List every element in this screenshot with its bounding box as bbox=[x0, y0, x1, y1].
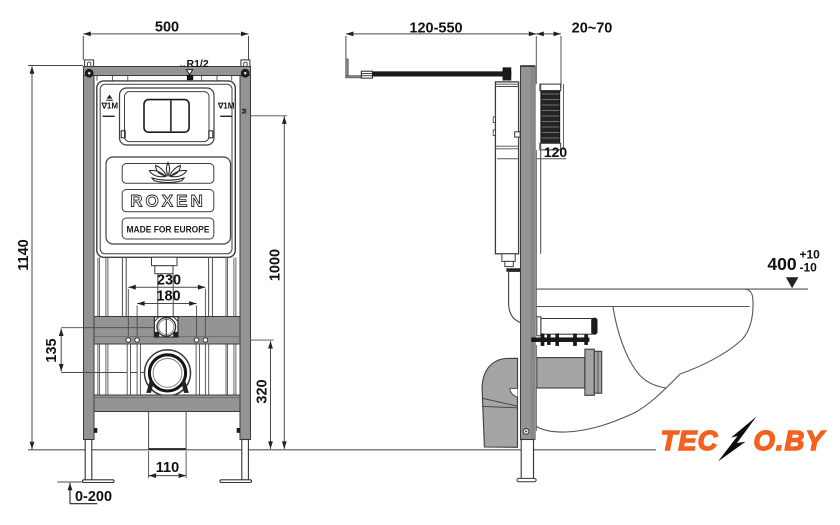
svg-text:TEC: TEC bbox=[661, 425, 719, 456]
svg-text:20~70: 20~70 bbox=[572, 20, 613, 36]
svg-text:110: 110 bbox=[156, 460, 179, 476]
svg-text:MADE FOR EUROPE: MADE FOR EUROPE bbox=[127, 225, 211, 236]
svg-text:180: 180 bbox=[156, 289, 180, 305]
svg-text:O.BY: O.BY bbox=[754, 425, 827, 456]
svg-text:0-200: 0-200 bbox=[75, 489, 112, 505]
svg-text:230: 230 bbox=[157, 273, 181, 289]
svg-text:-10: -10 bbox=[800, 260, 818, 274]
svg-text:R1/2: R1/2 bbox=[187, 58, 209, 70]
svg-text:120: 120 bbox=[544, 144, 568, 160]
svg-text:M: M bbox=[242, 108, 249, 113]
svg-text:400: 400 bbox=[767, 254, 796, 274]
svg-text:120-550: 120-550 bbox=[409, 20, 462, 36]
svg-text:∇1M: ∇1M bbox=[217, 102, 235, 111]
svg-text:320: 320 bbox=[255, 379, 271, 403]
svg-text:135: 135 bbox=[44, 338, 60, 362]
svg-text:1000: 1000 bbox=[268, 249, 284, 281]
svg-text:ROXEN: ROXEN bbox=[130, 192, 205, 211]
svg-text:+10: +10 bbox=[800, 248, 821, 262]
svg-text:500: 500 bbox=[155, 20, 179, 36]
svg-text:1140: 1140 bbox=[16, 239, 32, 270]
svg-text:∇1M: ∇1M bbox=[101, 102, 119, 111]
